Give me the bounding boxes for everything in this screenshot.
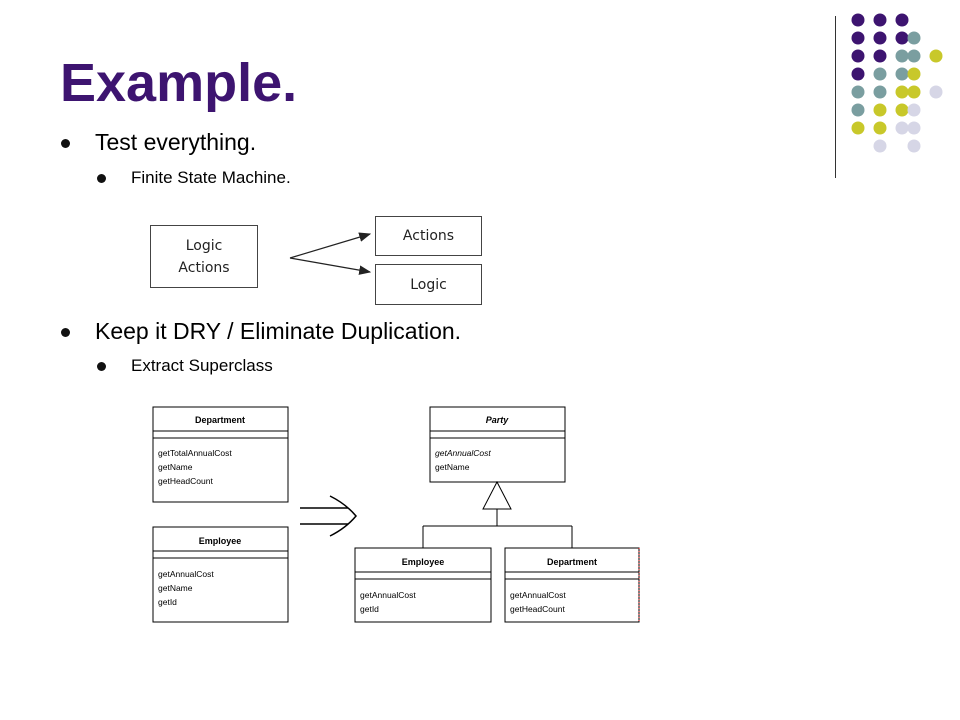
method: getId [158, 597, 177, 607]
decorative-dot [895, 85, 909, 99]
decorative-dot [929, 85, 943, 99]
method: getName [435, 462, 470, 472]
class-name: Department [195, 415, 245, 425]
method: getName [158, 583, 193, 593]
decorative-dot [873, 49, 887, 63]
bullet-test-everything: Test everything. [60, 129, 257, 155]
fsm-source-line2: Actions [178, 259, 230, 276]
method: getId [360, 604, 379, 614]
uml-class-employee-after: Employee getAnnualCost getId [354, 547, 492, 623]
decorative-dot [907, 49, 921, 63]
fsm-arrow-to-actions [289, 232, 372, 259]
uml-extract-superclass-diagram: Department getTotalAnnualCost getName ge… [152, 406, 640, 623]
decorative-dot [873, 103, 887, 117]
decorative-dot [895, 67, 909, 81]
decorative-dot [907, 31, 921, 45]
fsm-target-actions: Actions [375, 216, 482, 256]
decorative-dot [929, 49, 943, 63]
decorative-dot [895, 13, 909, 27]
class-name: Employee [402, 557, 445, 567]
decorative-dot [873, 31, 887, 45]
decorative-dot [907, 121, 921, 135]
decorative-dot [907, 85, 921, 99]
class-name: Employee [199, 536, 242, 546]
inheritance-connector [422, 480, 573, 548]
decorative-dot [873, 13, 887, 27]
decorative-divider [835, 16, 836, 178]
uml-class-department-before: Department getTotalAnnualCost getName ge… [152, 406, 289, 503]
decorative-dot [873, 139, 887, 153]
decorative-dot [895, 49, 909, 63]
sub-bullet-extract-superclass: Extract Superclass [97, 356, 273, 375]
decorative-dot [851, 13, 865, 27]
decorative-dot [873, 85, 887, 99]
decorative-dot [907, 139, 921, 153]
refactor-implies-arrow [300, 495, 357, 537]
decorative-dot [873, 121, 887, 135]
bullet-keep-it-dry: Keep it DRY / Eliminate Duplication. [60, 318, 462, 344]
decorative-dot [851, 31, 865, 45]
decorative-dot [907, 67, 921, 81]
method: getHeadCount [510, 604, 565, 614]
uml-class-party: Party getAnnualCost getName [429, 406, 566, 483]
class-name: Party [486, 415, 510, 425]
decorative-dot [851, 67, 865, 81]
method: getAnnualCost [158, 569, 214, 579]
decorative-dot [907, 103, 921, 117]
uml-class-department-after: Department getAnnualCost getHeadCount [504, 547, 640, 623]
fsm-source-line1: Logic [185, 237, 223, 254]
fsm-split-arrows [289, 232, 372, 275]
uml-class-employee-before: Employee getAnnualCost getName getId [152, 526, 289, 623]
method: getAnnualCost [435, 448, 491, 458]
class-name: Department [547, 557, 597, 567]
decorative-dot [851, 121, 865, 135]
decorative-dot [873, 67, 887, 81]
fsm-arrow-to-logic [289, 257, 372, 275]
method: getAnnualCost [510, 590, 566, 600]
fsm-target-logic: Logic [375, 264, 482, 305]
method: getTotalAnnualCost [158, 448, 232, 458]
decorative-dot [895, 103, 909, 117]
decorative-dot [895, 121, 909, 135]
decorative-dot-grid [851, 13, 943, 153]
method: getAnnualCost [360, 590, 416, 600]
decorative-dot [851, 85, 865, 99]
fsm-source-box: Logic Actions [150, 225, 258, 288]
decorative-dot [851, 49, 865, 63]
sub-bullet-finite-state-machine: Finite State Machine. [97, 168, 291, 187]
method: getName [158, 462, 193, 472]
decorative-dot [895, 31, 909, 45]
method: getHeadCount [158, 476, 213, 486]
slide-title: Example. [60, 53, 298, 113]
decorative-dot [851, 103, 865, 117]
